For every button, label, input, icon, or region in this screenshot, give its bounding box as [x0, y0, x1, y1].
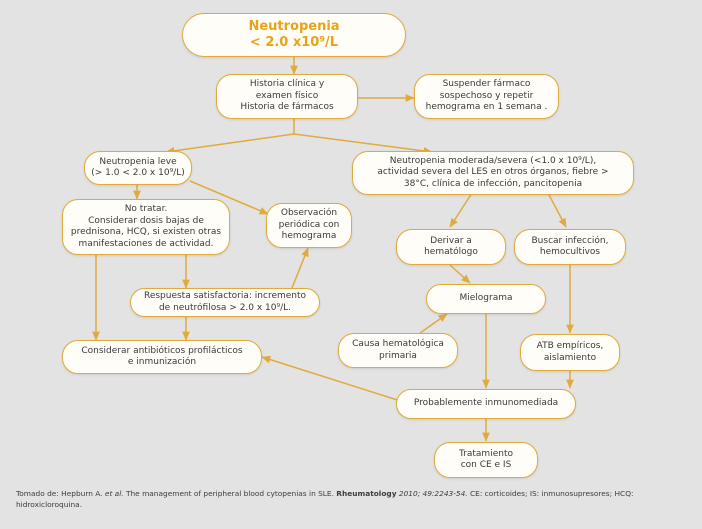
node-neutropenia-line2: < 2.0 x10⁹/L	[249, 35, 339, 50]
citation-part3: CE: corticoides; IS: inmunosupresores; H…	[16, 489, 634, 509]
node-buscar-line1: Buscar infección,	[531, 235, 609, 246]
node-no-tratar[interactable]: No tratar. Considerar dosis bajas de pre…	[62, 199, 230, 255]
node-observacion-line3: hemograma	[281, 231, 337, 242]
node-suspender-line1: Suspender fármaco	[442, 79, 531, 90]
citation-journal: Rheumatology	[336, 489, 397, 498]
node-historia-clinica[interactable]: Historia clínica y examen físico Histori…	[216, 74, 358, 119]
node-leve-line2: (> 1.0 < 2.0 x 10⁹/L)	[91, 168, 185, 178]
citation-volume: 2010; 49:2243-54.	[396, 489, 468, 498]
node-considerar-line2: e inmunización	[127, 357, 197, 367]
node-causa-line2: primaria	[379, 350, 417, 361]
node-causa-line1: Causa hematológica	[352, 339, 444, 349]
node-considerar-antibioticos[interactable]: Considerar antibióticos profilácticos e …	[62, 340, 262, 374]
node-causa-hematologica[interactable]: Causa hematológica primaria	[338, 333, 458, 368]
node-atb-empiricos[interactable]: ATB empíricos, aislamiento	[520, 334, 620, 371]
node-historia-line1: Historia clínica y	[249, 79, 325, 90]
node-mielograma[interactable]: Mielograma	[426, 284, 546, 314]
node-moderada-line2: actividad severa del LES en otros órgano…	[377, 167, 609, 178]
edge-moderada-derivar	[449, 192, 473, 228]
node-buscar-infeccion[interactable]: Buscar infección, hemocultivos	[514, 229, 626, 265]
node-atb-line2: aislamiento	[543, 352, 597, 363]
citation-part2: The management of peripheral blood cytop…	[123, 489, 337, 498]
source-citation: Tomado de: Hepburn A. et al. The managem…	[16, 489, 688, 510]
node-neutropenia-leve[interactable]: Neutropenia leve (> 1.0 < 2.0 x 10⁹/L)	[84, 151, 192, 185]
node-observacion-line2: periódica con	[278, 219, 340, 230]
node-derivar-hematologo[interactable]: Derivar a hematólogo	[396, 229, 506, 265]
node-notratar-line1: No tratar.	[124, 204, 168, 214]
node-tratamiento-line1: Tratamiento	[459, 448, 513, 459]
node-tratamiento[interactable]: Tratamiento con CE e IS	[434, 442, 538, 478]
edge-respuesta-observacion	[291, 247, 309, 289]
node-mielograma-line1: Mielograma	[459, 293, 513, 304]
node-neutropenia-line1: Neutropenia	[248, 19, 340, 34]
edge-moderada-buscar	[547, 192, 567, 228]
node-tratamiento-line2: con CE e IS	[460, 460, 512, 470]
citation-etal: et al.	[104, 489, 124, 498]
node-respuesta-line1: Respuesta satisfactoria: incremento	[143, 291, 307, 301]
citation-part1: Tomado de: Hepburn A.	[16, 489, 105, 498]
edge-historia-moderada	[293, 133, 433, 155]
edge-historia-leve	[165, 133, 295, 155]
node-suspender-farmaco[interactable]: Suspender fármaco sospechoso y repetir h…	[414, 74, 559, 119]
node-derivar-line2: hematólogo	[424, 247, 478, 257]
node-suspender-line3: hemograma en 1 semana .	[425, 102, 548, 113]
node-leve-line1: Neutropenia leve	[99, 156, 177, 167]
node-atb-line1: ATB empíricos,	[536, 341, 604, 351]
node-moderada-line1: Neutropenia moderada/severa (<1.0 x 10⁹/…	[389, 155, 597, 166]
node-notratar-line3: prednisona, HCQ, si existen otras	[70, 227, 222, 237]
node-notratar-line4: manifestaciones de actividad.	[78, 238, 214, 249]
node-buscar-line2: hemocultivos	[539, 247, 601, 257]
node-notratar-line2: Considerar dosis bajas de	[88, 215, 204, 226]
node-observacion-line1: Observación	[280, 208, 338, 219]
node-neutropenia[interactable]: Neutropenia < 2.0 x10⁹/L	[182, 13, 406, 57]
node-derivar-line1: Derivar a	[430, 235, 472, 246]
node-historia-line2: examen físico	[255, 90, 319, 101]
edge-causa-mielograma	[419, 313, 448, 334]
node-historia-line3: Historia de fármacos	[240, 102, 334, 113]
edge-derivar-mielograma	[449, 264, 471, 284]
node-probablemente-line1: Probablemente inmunomediada	[413, 398, 559, 409]
node-probablemente-inmunomediada[interactable]: Probablemente inmunomediada	[396, 389, 576, 419]
node-moderada-line3: 38°C, clínica de infección, pancitopenia	[403, 178, 583, 189]
node-respuesta-satisfactoria[interactable]: Respuesta satisfactoria: incremento de n…	[130, 288, 320, 317]
node-considerar-line1: Considerar antibióticos profilácticos	[81, 345, 243, 356]
node-respuesta-line2: de neutrófilosa > 2.0 x 10⁹/L.	[158, 302, 292, 313]
node-suspender-line2: sospechoso y repetir	[439, 90, 534, 101]
node-observacion-periodica[interactable]: Observación periódica con hemograma	[266, 203, 352, 248]
node-neutropenia-moderada[interactable]: Neutropenia moderada/severa (<1.0 x 10⁹/…	[352, 151, 634, 195]
